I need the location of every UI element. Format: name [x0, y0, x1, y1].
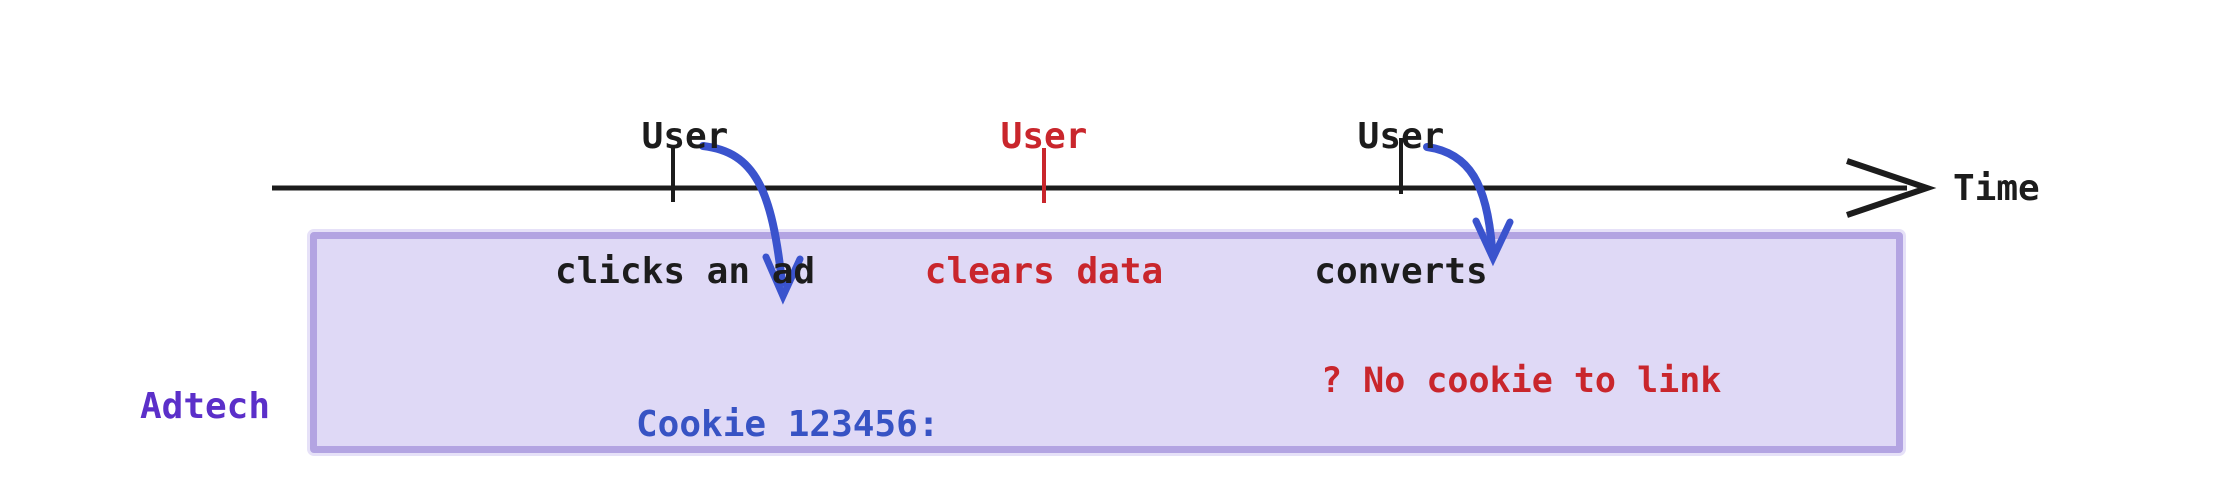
event-label-line: clears data: [924, 251, 1164, 292]
note-line: ? No cookie to link: [1321, 361, 1722, 401]
event-label-line: converts: [1314, 251, 1488, 292]
adtech-server-label: Adtech server: [55, 284, 355, 498]
arrow-convert-to-note-icon: [1423, 143, 1496, 252]
note-line: Cookie 123456:: [636, 404, 940, 445]
event-label-line: User: [1000, 116, 1088, 157]
arrow-convert-to-note-head-icon: [1472, 217, 1514, 267]
event-label-user-clears-data: User clears data: [789, 24, 1299, 384]
arrow-click-to-cookie-head-icon: [762, 253, 804, 305]
event-label-line: User: [1357, 116, 1445, 157]
event-label-line: User: [641, 116, 729, 157]
timeline-arrowhead-icon: [1846, 158, 1937, 218]
cookie-logged-note: Cookie 123456: Ad clicked: [636, 310, 939, 498]
event-label-user-converts: User converts: [1146, 24, 1656, 384]
server-label-line: Adtech: [139, 386, 271, 427]
arrow-click-to-cookie-icon: [699, 142, 786, 287]
conversion-lost-note: ? No cookie to link this conversion to ⇒…: [1321, 266, 1721, 498]
time-axis-label: Time: [1953, 168, 2040, 209]
event-label-line: clicks an ad: [554, 251, 816, 292]
event-label-user-clicks-ad: User clicks an ad: [430, 24, 940, 384]
adtech-server-box: [310, 232, 1903, 453]
